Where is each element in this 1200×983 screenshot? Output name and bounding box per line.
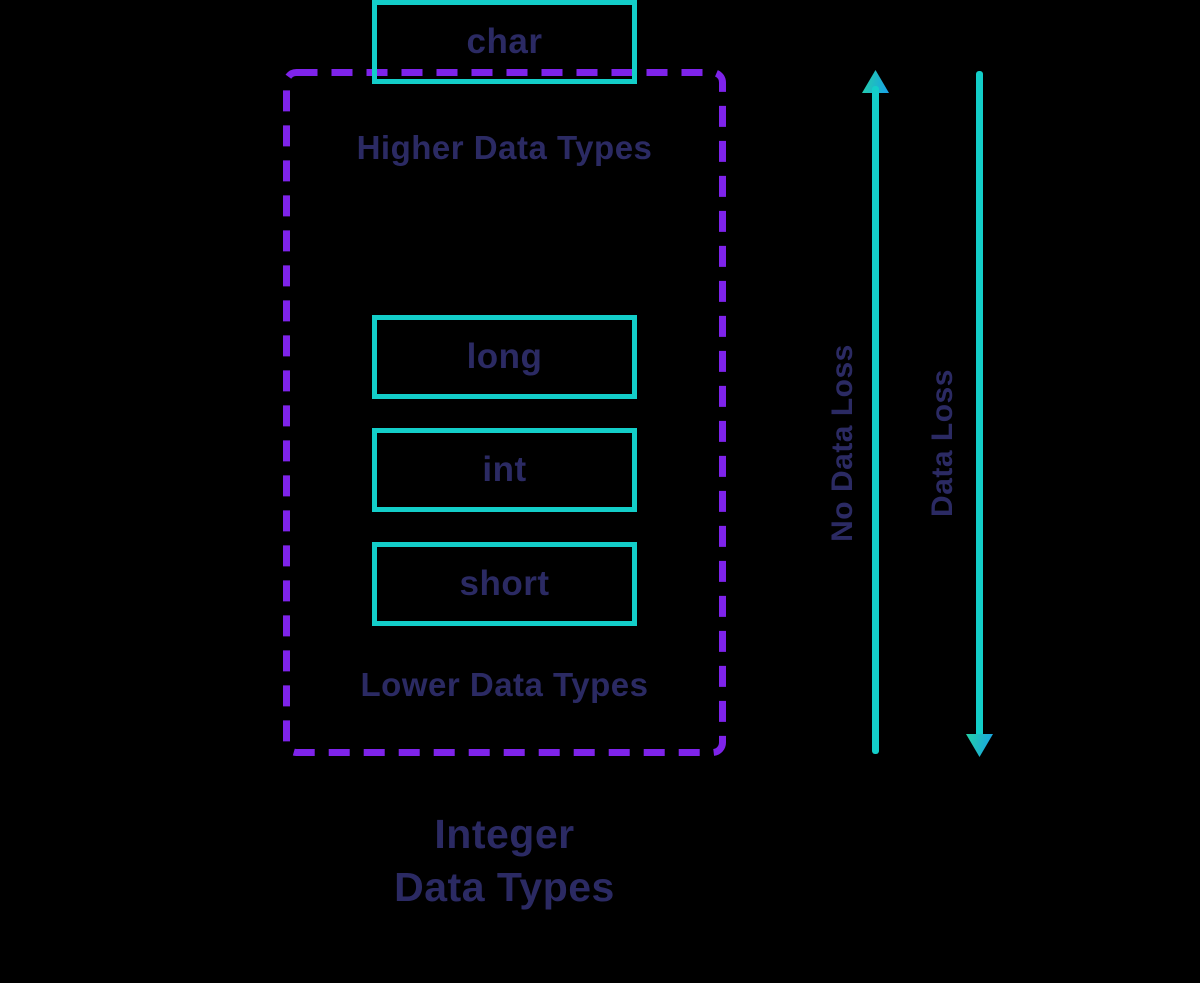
type-box-int: int — [372, 428, 637, 512]
integer-types-dashed-frame — [283, 69, 726, 756]
no-data-loss-label: No Data Loss — [826, 344, 859, 542]
data-loss-label: Data Loss — [926, 369, 959, 517]
lower-data-types-label: Lower Data Types — [360, 666, 649, 703]
type-box-short-label: short — [459, 564, 550, 603]
type-box-short: short — [372, 542, 637, 626]
type-box-long: long — [372, 315, 637, 399]
type-box-char: char — [372, 0, 637, 84]
arrow-down-line — [976, 71, 983, 737]
type-box-long-label: long — [466, 337, 543, 376]
higher-data-types-label: Higher Data Types — [356, 129, 653, 166]
type-box-int-label: int — [482, 450, 527, 489]
diagram-title-line2: Data Types — [394, 864, 615, 910]
arrow-up-line — [872, 86, 879, 754]
type-box-char-label: char — [466, 22, 543, 61]
arrow-down-icon — [966, 734, 993, 757]
diagram-title: Integer Data Types — [287, 808, 722, 914]
diagram-title-line1: Integer — [434, 811, 575, 857]
